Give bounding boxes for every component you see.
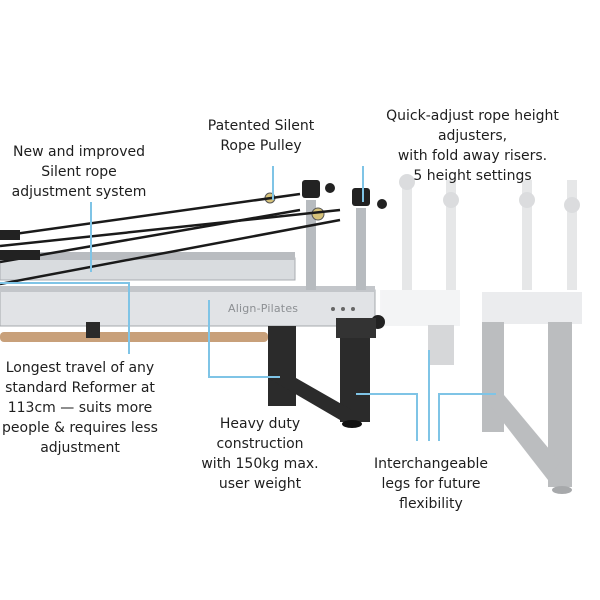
callout-line-heavy-duty-h [208,376,280,378]
callout-line-new-improved [90,202,92,272]
label-interchangeable-legs: Interchangeable legs for future flexibil… [373,456,489,512]
callout-line-patented [272,166,274,200]
main-frame [0,286,385,329]
callout-line-longest-travel-v [128,282,130,354]
label-heavy-duty-construction: Heavy duty construction with 150kg max. … [201,416,319,492]
callout-line-heavy-duty-v [208,300,210,378]
callout-line-legs-3v [438,393,440,441]
ghost-risers [399,174,580,290]
label-new-improved-rope-adjustment: New and improved Silent rope adjustment … [11,144,147,200]
label-quick-adjust-rope-height: Quick-adjust rope height adjusters, with… [386,108,559,184]
ghost-frame-right [482,292,582,494]
label-longest-travel: Longest travel of any standard Reformer … [2,360,158,456]
callout-line-longest-travel-h [0,282,130,284]
ropes [0,192,341,286]
callout-line-legs-1v [416,393,418,441]
risers [264,180,387,290]
u-leg [268,318,376,428]
callout-line-legs-3h [438,393,496,395]
rope-handles [0,230,40,260]
brand-logo: Align-Pilates [228,302,299,315]
wooden-footbar [0,322,268,342]
callout-line-quick-adjust [362,166,364,202]
ghost-frame-mid [380,290,460,365]
callout-line-legs-1 [356,393,418,395]
label-patented-silent-rope-pulley: Patented Silent Rope Pulley [207,118,315,154]
callout-line-legs-2 [428,350,430,441]
